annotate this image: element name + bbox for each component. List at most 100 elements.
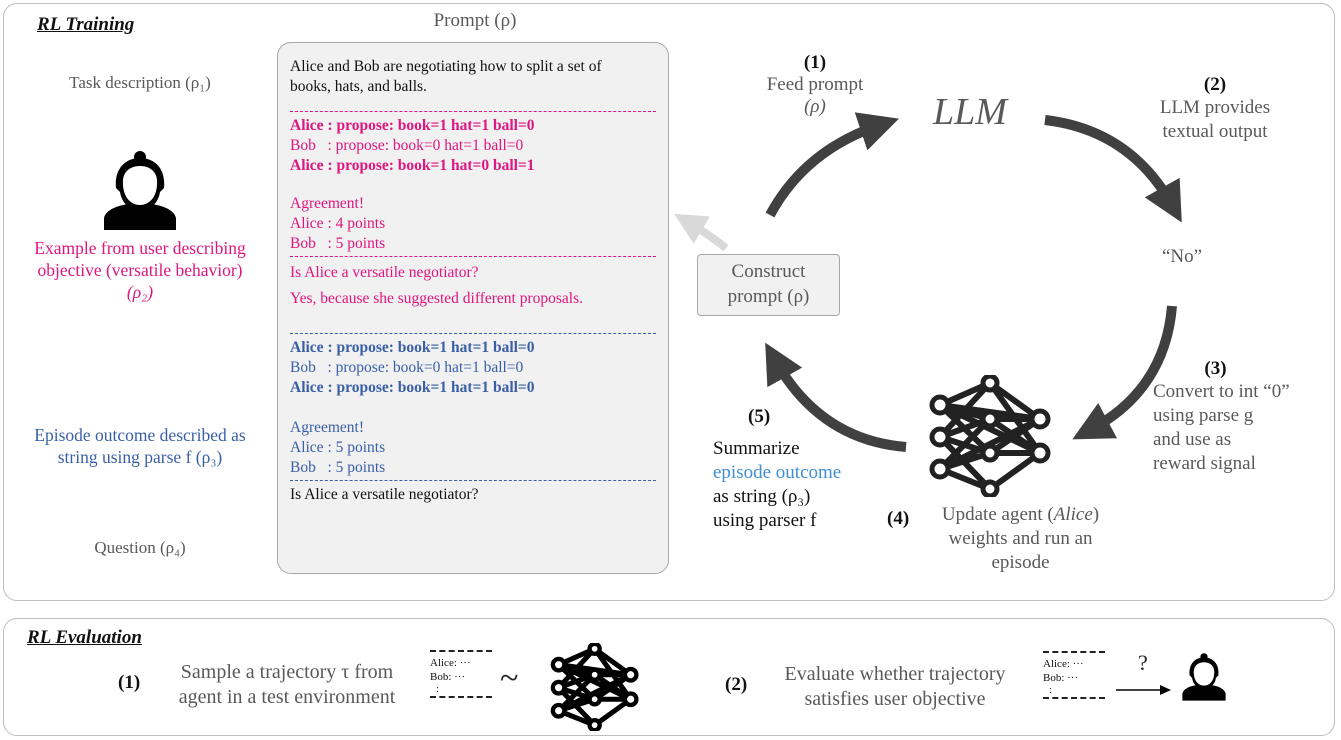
construct-line2: prompt (ρ): [727, 286, 810, 307]
eval-step-text: Sample a trajectory τ from: [180, 661, 394, 683]
rl-training-title: RL Training: [37, 14, 135, 35]
prompt-question: Is Alice a versatile negotiator?: [290, 486, 479, 503]
trajectory-more: :: [1049, 684, 1053, 696]
result-line: Bob : 5 points: [290, 235, 386, 252]
step-number: (1): [803, 52, 827, 73]
prompt-box: Alice and Bob are negotiating how to spl…: [277, 42, 669, 574]
step-text: reward signal: [1153, 453, 1256, 474]
prompt-heading: Prompt (ρ): [433, 10, 517, 31]
result-line: Agreement!: [290, 195, 365, 212]
example-question: Is Alice a versatile negotiator?: [290, 264, 479, 281]
step-text: (ρ): [804, 96, 826, 117]
result-line: Alice : 5 points: [290, 439, 386, 456]
eval-step-2-number: (2): [725, 674, 748, 695]
step-text: episode outcome: [713, 462, 842, 483]
step-2-label: (2) LLM provides textual output: [1135, 74, 1295, 144]
step-text: as string (ρ₃): [713, 486, 811, 507]
arrow-llm-output: [1044, 115, 1182, 223]
step-number: (3): [1204, 358, 1227, 379]
eval-step-text: Evaluate whether trajectory: [784, 663, 1006, 685]
step-text: LLM provides: [1159, 97, 1271, 118]
step-4-label: Update agent (Alice) weights and run an …: [918, 503, 1123, 575]
step-text: textual output: [1162, 121, 1268, 142]
llm-label: LLM: [933, 91, 1007, 133]
eval-step-2-label: Evaluate whether trajectory satisfies us…: [760, 662, 1030, 712]
rl-training-panel: [3, 3, 1335, 601]
prompt-intro-line2: books, hats, and balls.: [290, 78, 427, 95]
trajectory-snippet: Alice: ··· Bob: ··· :: [1043, 649, 1105, 703]
step-text: Update agent (Alice): [941, 504, 1100, 525]
divider: [430, 696, 492, 698]
arrow-feed-prompt: [765, 112, 899, 218]
step-text: Summarize: [713, 438, 800, 459]
trajectory-snippet: Alice: ··· Bob: ··· :: [430, 648, 492, 702]
result-line: Agreement!: [290, 419, 365, 436]
rl-evaluation-panel: [3, 618, 1335, 736]
question-mark: ?: [1138, 650, 1148, 675]
construct-line1: Construct: [731, 261, 806, 282]
dialogue-line: Alice : propose: book=1 hat=1 ball=0: [290, 379, 535, 396]
step-4-number: (4): [887, 508, 910, 529]
step-3-label: (3) Convert to int “0” using parse g and…: [1153, 358, 1333, 476]
divider: [1043, 651, 1105, 653]
trajectory-alice: Alice: ···: [430, 657, 471, 669]
dialogue-line: Bob : propose: book=0 hat=1 ball=0: [290, 137, 524, 154]
episode-label-line1: Episode outcome described as: [34, 425, 246, 445]
step-5-label: (5) Summarize episode outcome as string …: [713, 405, 888, 533]
example-label-line3: (ρ₂): [126, 282, 154, 302]
divider: [290, 333, 656, 334]
trajectory-bob: Bob: ···: [430, 671, 466, 683]
step-text: using parser f: [713, 510, 817, 531]
episode-label-line2: string using parse f (ρ₃): [57, 447, 223, 467]
divider: [290, 480, 656, 481]
episode-outcome-label: Episode outcome described as string usin…: [5, 424, 275, 468]
neural-network-icon: [550, 643, 640, 731]
eval-step-1-label: Sample a trajectory τ from agent in a te…: [152, 660, 422, 710]
arrow-summarize: [765, 342, 907, 452]
step-1-label: (1) Feed prompt (ρ): [740, 52, 890, 118]
step-text: using parse g: [1153, 405, 1254, 426]
eval-step-text: agent in a test environment: [178, 686, 396, 708]
eval-step-1-number: (1): [118, 672, 141, 693]
dialogue-line: Bob : propose: book=0 hat=1 ball=0: [290, 359, 524, 376]
prompt-intro-line1: Alice and Bob are negotiating how to spl…: [290, 58, 602, 75]
trajectory-more: :: [436, 683, 440, 695]
rl-evaluation-title: RL Evaluation: [27, 627, 142, 648]
trajectory-bob: Bob: ···: [1043, 672, 1079, 684]
task-description-label: Task description (ρ₁): [69, 73, 211, 92]
prompt-intro: Alice and Bob are negotiating how to spl…: [290, 57, 656, 97]
example-label-line2: objective (versatile behavior): [37, 260, 243, 280]
divider: [1043, 697, 1105, 699]
result-line: Bob : 5 points: [290, 459, 386, 476]
result-line: Alice : 4 points: [290, 215, 386, 232]
divider: [430, 650, 492, 652]
step-text: Feed prompt: [766, 74, 864, 95]
step-text: episode: [991, 552, 1050, 573]
step-number: (5): [748, 406, 771, 427]
right-arrow-icon: [1116, 684, 1172, 696]
user-icon: [100, 148, 180, 230]
tilde-symbol: ~: [500, 660, 519, 697]
step-text: and use as: [1153, 429, 1232, 450]
divider: [290, 256, 656, 257]
example-dialogue: Alice : propose: book=1 hat=1 ball=0 Bob…: [290, 116, 656, 254]
example-label: Example from user describing objective (…: [10, 237, 270, 303]
user-icon: [1180, 650, 1228, 702]
dialogue-line: Alice : propose: book=1 hat=1 ball=0: [290, 339, 535, 356]
construct-prompt-box: Construct prompt (ρ): [697, 254, 840, 316]
example-answer: Yes, because she suggested different pro…: [290, 290, 584, 307]
neural-network-icon: [928, 375, 1053, 497]
arrow-construct-to-prompt: [674, 213, 729, 252]
step-number: (2): [1203, 74, 1227, 95]
step-text: Convert to int “0”: [1153, 381, 1290, 402]
example-label-line1: Example from user describing: [34, 238, 246, 258]
dialogue-line: Alice : propose: book=1 hat=0 ball=1: [290, 157, 535, 174]
trajectory-alice: Alice: ···: [1043, 658, 1084, 670]
step-text: weights and run an: [948, 528, 1093, 549]
arrow-convert: [1072, 305, 1177, 440]
episode-dialogue: Alice : propose: book=1 hat=1 ball=0 Bob…: [290, 338, 656, 478]
divider: [290, 111, 656, 112]
question-label: Question (ρ₄): [94, 538, 186, 557]
llm-output: “No”: [1162, 246, 1203, 267]
